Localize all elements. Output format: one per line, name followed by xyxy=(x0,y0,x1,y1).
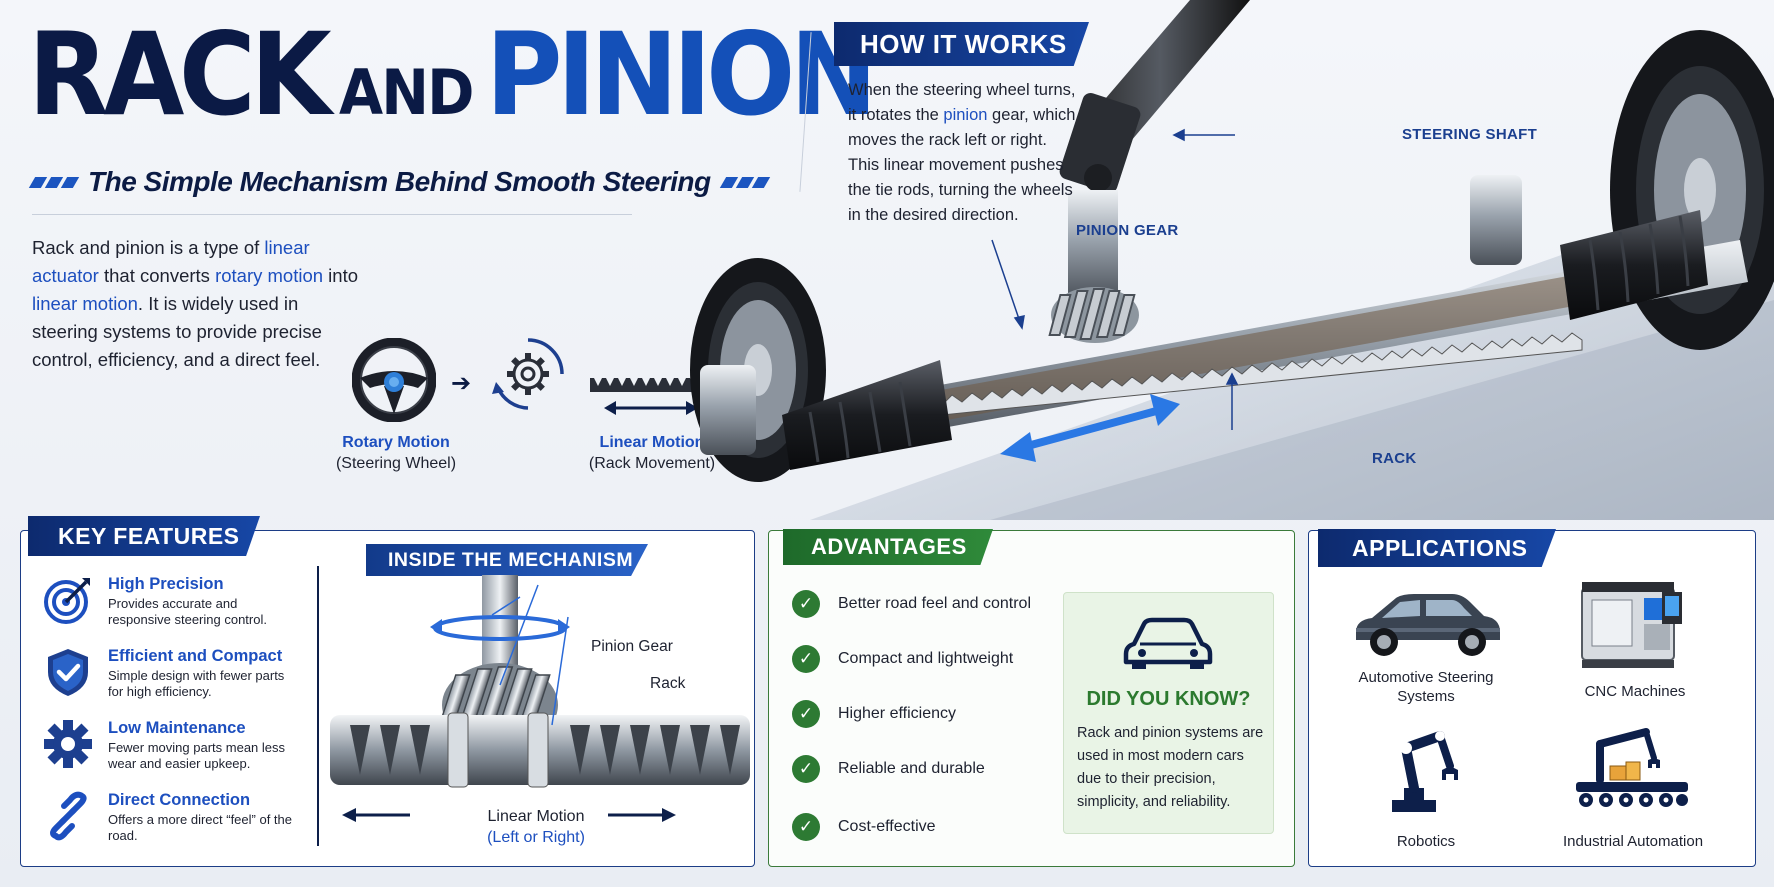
right-tie-rod-end xyxy=(1470,175,1522,265)
target-icon xyxy=(44,578,90,624)
label-rack: RACK xyxy=(1372,450,1417,467)
intro-text-part: that converts xyxy=(98,265,216,286)
inside-label-pinion-gear: Pinion Gear xyxy=(591,638,673,655)
inside-mechanism-banner: INSIDE THE MECHANISM xyxy=(366,544,648,576)
feature-desc: Provides accurate and responsive steerin… xyxy=(108,596,267,627)
inside-direction: (Left or Right) xyxy=(487,829,585,846)
did-you-know-text: Rack and pinion systems are used in most… xyxy=(1077,725,1264,810)
how-it-works-banner: HOW IT WORKS xyxy=(834,22,1089,66)
gear-icon xyxy=(44,720,92,768)
feature-high-precision: High Precision Provides accurate and res… xyxy=(42,574,302,628)
advantage-item: ✓ Higher efficiency xyxy=(792,700,956,728)
advantage-label: Compact and lightweight xyxy=(838,650,1014,667)
gear-rotation-icon xyxy=(492,338,564,410)
inside-mechanism-illustration xyxy=(330,575,750,822)
advantage-label: Higher efficiency xyxy=(838,705,956,722)
arrow-right-icon: ➔ xyxy=(451,370,472,397)
check-icon: ✓ xyxy=(792,755,820,783)
how-text-part: When the steering wheel turns, it rotate… xyxy=(848,81,1076,124)
title-word-rack: RACK xyxy=(28,8,332,141)
title-word-pinion: PINION xyxy=(485,8,878,141)
rotary-motion-label: Rotary Motion (Steering Wheel) xyxy=(330,432,462,474)
intro-text-part: . It is widely used in steering systems … xyxy=(32,293,322,370)
link-icon xyxy=(50,791,87,841)
feature-efficient-compact: Efficient and Compact Simple design with… xyxy=(42,646,302,700)
feature-desc: Fewer moving parts mean less wear and ea… xyxy=(108,740,286,771)
rack-motion-arrow xyxy=(1000,394,1180,462)
application-robotics: Robotics xyxy=(1396,833,1456,850)
intro-highlight-linear-motion: linear motion xyxy=(32,293,138,314)
industrial-automation-icon xyxy=(1576,728,1688,807)
intro-highlight-rotary-motion: rotary motion xyxy=(215,265,324,286)
left-tie-rod-end xyxy=(700,365,756,455)
rotary-motion-sub: (Steering Wheel) xyxy=(335,455,457,472)
rotary-motion-title: Rotary Motion xyxy=(342,434,450,451)
how-it-works-text: When the steering wheel turns, it rotate… xyxy=(848,78,1078,228)
rack-movement-icon xyxy=(590,378,712,415)
advantage-item: ✓ Reliable and durable xyxy=(792,755,985,783)
advantage-item: ✓ Better road feel and control xyxy=(792,590,1031,618)
pinion-gear xyxy=(1048,287,1139,343)
application-cnc: CNC Machines xyxy=(1584,683,1686,700)
advantage-item: ✓ Compact and lightweight xyxy=(792,645,1013,673)
inside-linear-motion-title: Linear Motion xyxy=(487,808,585,825)
check-icon: ✓ xyxy=(792,700,820,728)
applications-panel xyxy=(1308,530,1756,867)
feature-title: Low Maintenance xyxy=(108,719,246,737)
robot-arm-icon xyxy=(1392,731,1458,812)
feature-low-maintenance: Low Maintenance Fewer moving parts mean … xyxy=(42,718,302,772)
steering-shaft xyxy=(1059,0,1250,300)
linear-motion-label: Linear Motion (Rack Movement) xyxy=(582,432,722,474)
key-features-divider xyxy=(317,566,319,846)
rack-and-pinion-illustration xyxy=(690,0,1774,520)
advantages-banner: ADVANTAGES xyxy=(783,529,993,565)
check-icon: ✓ xyxy=(792,813,820,841)
label-steering-shaft: STEERING SHAFT xyxy=(1402,126,1538,143)
title-divider xyxy=(32,214,632,215)
car-icon xyxy=(1123,617,1213,669)
feature-desc: Simple design with fewer parts for high … xyxy=(108,668,285,699)
feature-title: High Precision xyxy=(108,575,224,593)
intro-text: Rack and pinion is a type of linear actu… xyxy=(32,234,362,374)
feature-desc: Offers a more direct “feel” of the road. xyxy=(108,812,292,843)
subtitle-row: The Simple Mechanism Behind Smooth Steer… xyxy=(28,166,770,198)
label-pinion-gear: PINION GEAR xyxy=(1076,222,1179,239)
rack-housing xyxy=(830,240,1748,447)
check-icon: ✓ xyxy=(792,590,820,618)
how-highlight-pinion: pinion xyxy=(943,106,988,124)
subtitle: The Simple Mechanism Behind Smooth Steer… xyxy=(88,166,711,197)
inside-linear-motion-label: Linear Motion (Left or Right) xyxy=(470,806,602,848)
application-industrial-automation: Industrial Automation xyxy=(1562,833,1704,850)
advantage-label: Reliable and durable xyxy=(838,760,985,777)
intro-highlight-linear-actuator: linear actuator xyxy=(32,237,310,286)
check-icon: ✓ xyxy=(792,645,820,673)
advantage-item: ✓ Cost-effective xyxy=(792,813,936,841)
feature-direct-connection: Direct Connection Offers a more direct “… xyxy=(42,790,302,844)
car-icon xyxy=(1356,594,1500,656)
intro-text-part: Rack and pinion is a type of xyxy=(32,237,265,258)
slash-decoration-left xyxy=(28,176,80,188)
linear-motion-title: Linear Motion xyxy=(599,434,705,451)
applications-banner: APPLICATIONS xyxy=(1318,529,1556,567)
right-boot xyxy=(1560,210,1708,320)
cnc-machine-icon xyxy=(1581,582,1682,668)
left-boot xyxy=(782,360,952,470)
advantage-label: Better road feel and control xyxy=(838,595,1032,612)
feature-title: Direct Connection xyxy=(108,791,251,809)
linear-motion-sub: (Rack Movement) xyxy=(588,455,716,472)
advantage-label: Cost-effective xyxy=(838,818,936,835)
inside-label-rack: Rack xyxy=(650,675,686,692)
title-word-and: AND xyxy=(338,56,475,129)
feature-title: Efficient and Compact xyxy=(108,647,283,665)
intro-text-part: into xyxy=(323,265,358,286)
steering-wheel-icon xyxy=(352,338,436,422)
did-you-know-box xyxy=(1063,592,1274,834)
did-you-know-title: DID YOU KNOW? xyxy=(1086,688,1251,710)
key-features-panel xyxy=(20,530,755,867)
shield-check-icon xyxy=(48,649,88,696)
key-features-banner: KEY FEATURES xyxy=(28,516,260,556)
application-automotive: Automotive Steering Systems xyxy=(1358,669,1494,705)
how-text-part: gear, which moves the rack left or right… xyxy=(848,106,1076,224)
